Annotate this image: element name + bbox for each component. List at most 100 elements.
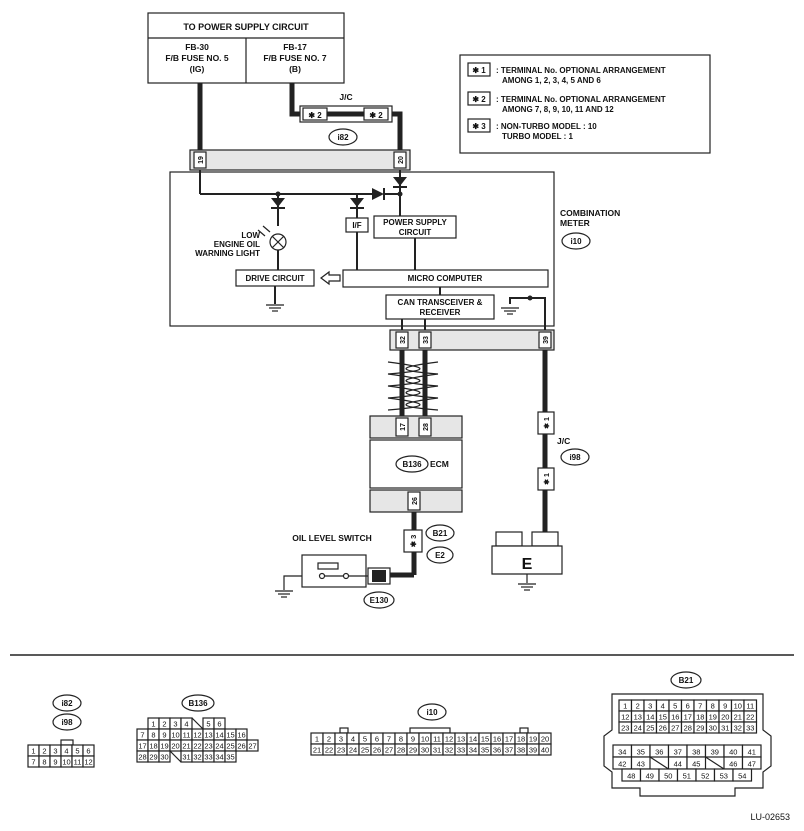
connector-i98-label: i98 bbox=[61, 718, 73, 727]
meter-connector-id: i10 bbox=[570, 237, 582, 246]
pin-label: 35 bbox=[481, 746, 489, 755]
pin-label: 33 bbox=[204, 753, 212, 762]
pin-label: 8 bbox=[151, 731, 155, 740]
pin-label: 4 bbox=[351, 735, 355, 744]
pin-label: 14 bbox=[646, 713, 654, 722]
pin-label: 7 bbox=[387, 735, 391, 744]
pin-label: 1 bbox=[315, 735, 319, 744]
pin-label: 16 bbox=[671, 713, 679, 722]
pin-label: 29 bbox=[149, 753, 157, 762]
pin-label: 2 bbox=[636, 702, 640, 711]
pin-label: 34 bbox=[215, 753, 223, 762]
fuse-ig-line3: (IG) bbox=[190, 64, 205, 74]
notes-box: ✱ 1 : TERMINAL No. OPTIONAL ARRANGEMENT … bbox=[459, 54, 711, 154]
pin-label: 52 bbox=[701, 772, 709, 781]
pin-label: 7 bbox=[698, 702, 702, 711]
pin-33: 33 bbox=[423, 336, 430, 344]
pin-label: 6 bbox=[686, 702, 690, 711]
pin-label: 3 bbox=[648, 702, 652, 711]
pin-label: 32 bbox=[445, 746, 453, 755]
pin-32: 32 bbox=[400, 336, 407, 344]
pin-label: 21 bbox=[313, 746, 321, 755]
pin-label: 8 bbox=[399, 735, 403, 744]
pin-label: 3 bbox=[339, 735, 343, 744]
pin-label: 37 bbox=[505, 746, 513, 755]
pin-label: 53 bbox=[720, 772, 728, 781]
pin-label: 15 bbox=[659, 713, 667, 722]
can-line1: CAN TRANSCEIVER & bbox=[398, 298, 483, 307]
pin-label: 40 bbox=[541, 746, 549, 755]
pin-label: 13 bbox=[457, 735, 465, 744]
note3-line2: TURBO MODEL : 1 bbox=[502, 132, 574, 141]
pin-label: 32 bbox=[734, 724, 742, 733]
pin-label: 20 bbox=[171, 742, 179, 751]
pin-label: 40 bbox=[729, 748, 737, 757]
oil-switch-conn-b21: B21 bbox=[433, 529, 448, 538]
pin-label: 20 bbox=[721, 713, 729, 722]
pin-label: 16 bbox=[493, 735, 501, 744]
pin-label: 28 bbox=[397, 746, 405, 755]
pin-label: 30 bbox=[709, 724, 717, 733]
pin-label: 24 bbox=[349, 746, 357, 755]
pin-label: 9 bbox=[162, 731, 166, 740]
pin-label: 6 bbox=[86, 747, 90, 756]
pin-19: 19 bbox=[198, 156, 205, 164]
pin-label: 18 bbox=[149, 742, 157, 751]
pin-label: 6 bbox=[217, 720, 221, 729]
oil-switch-term: ✱ 3 bbox=[409, 535, 418, 548]
pin-label: 29 bbox=[696, 724, 704, 733]
figure-code: LU-02653 bbox=[750, 812, 790, 822]
combination-meter: COMBINATION METER i10 LOW ENGINE OIL WAR… bbox=[169, 170, 620, 330]
pin-label: 11 bbox=[746, 702, 754, 711]
pin-label: 3 bbox=[53, 747, 57, 756]
jc-top-term-left: ✱ 2 bbox=[308, 111, 322, 120]
pin-label: 5 bbox=[206, 720, 210, 729]
pin-label: 32 bbox=[193, 753, 201, 762]
pin-label: 4 bbox=[184, 720, 188, 729]
can-twisted-pair bbox=[387, 350, 439, 416]
pin-label: 1 bbox=[623, 702, 627, 711]
pin-label: 12 bbox=[84, 758, 92, 767]
pin-label: 4 bbox=[661, 702, 665, 711]
ecm-pin-26: 26 bbox=[412, 497, 419, 505]
pin-39: 39 bbox=[543, 336, 550, 344]
pin-label: 28 bbox=[684, 724, 692, 733]
pin-label: 34 bbox=[618, 748, 626, 757]
pin-label: 39 bbox=[529, 746, 537, 755]
pin-label: 4 bbox=[64, 747, 68, 756]
ecm: 17 28 B136 ECM 26 bbox=[369, 415, 463, 513]
fuse-b-line2: F/B FUSE NO. 7 bbox=[263, 53, 327, 63]
meter-name-line1: COMBINATION bbox=[560, 208, 620, 218]
pin-label: 23 bbox=[621, 724, 629, 733]
pin-label: 22 bbox=[193, 742, 201, 751]
pin-label: 23 bbox=[204, 742, 212, 751]
pin-label: 48 bbox=[627, 772, 635, 781]
pin-label: 8 bbox=[711, 702, 715, 711]
pin-label: 10 bbox=[734, 702, 742, 711]
pin-label: 11 bbox=[74, 758, 82, 767]
jc-top-connector: i82 bbox=[337, 133, 349, 142]
oil-switch-conn-e2: E2 bbox=[435, 551, 445, 560]
note1-line1: : TERMINAL No. OPTIONAL ARRANGEMENT bbox=[496, 66, 666, 75]
pin-label: 38 bbox=[517, 746, 525, 755]
pin-label: 2 bbox=[42, 747, 46, 756]
pin-label: 7 bbox=[31, 758, 35, 767]
pin-label: 11 bbox=[433, 735, 441, 744]
top-wiring: ✱ 2 ✱ 2 J/C i82 bbox=[197, 83, 403, 150]
connector-b136-label: B136 bbox=[188, 699, 208, 708]
pin-label: 35 bbox=[637, 748, 645, 757]
fuse-b-line3: (B) bbox=[289, 64, 301, 74]
pin-label: 36 bbox=[655, 748, 663, 757]
pin-label: 13 bbox=[634, 713, 642, 722]
pin-label: 19 bbox=[529, 735, 537, 744]
pin-label: 19 bbox=[709, 713, 717, 722]
warning-light-line2: ENGINE OIL bbox=[214, 240, 260, 249]
pin-label: 10 bbox=[171, 731, 179, 740]
blank-pin bbox=[191, 717, 204, 730]
pin-label: 10 bbox=[62, 758, 70, 767]
pin-label: 27 bbox=[385, 746, 393, 755]
note2-line2: AMONG 7, 8, 9, 10, 11 AND 12 bbox=[502, 105, 614, 114]
